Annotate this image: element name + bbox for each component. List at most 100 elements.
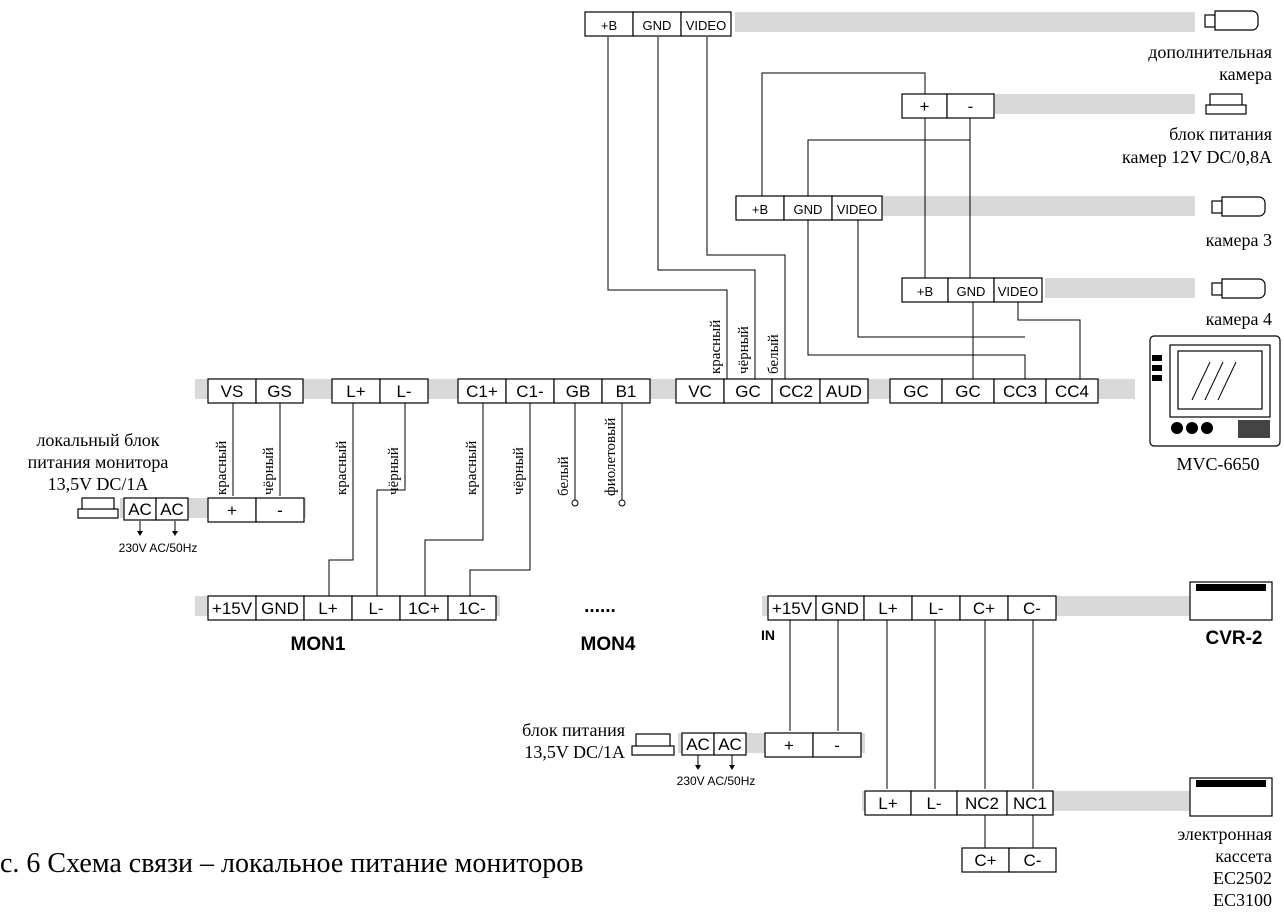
terminal-label: AC <box>128 500 152 519</box>
psu-label-1: блок питания <box>522 720 625 740</box>
terminal-label: - <box>277 501 283 520</box>
wire-color-black-label: чёрный <box>261 447 277 495</box>
terminal-cell <box>864 790 912 816</box>
monitor-model-label: MVC-6650 <box>1176 454 1259 474</box>
connection-wires <box>137 37 1081 848</box>
terminal-label: C+ <box>974 851 996 870</box>
terminal-cell <box>961 847 1010 873</box>
terminal-label: L- <box>928 599 943 618</box>
terminal-label: GND <box>643 18 672 33</box>
terminal-label: AC <box>718 735 742 754</box>
terminal-cell <box>1007 595 1057 621</box>
terminal-cell <box>863 595 913 621</box>
cassette-label-1: электронная <box>1178 824 1273 844</box>
terminal-label: C1+ <box>466 382 498 401</box>
terminal-label: +B <box>917 284 933 299</box>
local-monitor-psu-icon <box>77 497 119 519</box>
terminal-cell <box>959 595 1009 621</box>
terminal-cell <box>946 93 995 119</box>
local-psu-label-1: локальный блок <box>36 430 159 450</box>
terminal-label: GC <box>903 382 929 401</box>
terminal-cell <box>1008 847 1057 873</box>
terminal-cell <box>941 378 995 404</box>
terminal-cell <box>764 732 814 758</box>
terminal-label: - <box>968 97 974 116</box>
terminal-label: VIDEO <box>686 18 726 33</box>
wire-color-red-label: красный <box>334 441 350 495</box>
terminal-label: L+ <box>318 599 337 618</box>
terminal-block-pm-psu: +- <box>764 732 862 758</box>
wire-color-red-label: красный <box>464 441 480 495</box>
terminal-block-cam-psu: +- <box>901 93 995 119</box>
figure-caption: с. 6 Схема связи – локальное питание мон… <box>0 848 583 879</box>
wire-color-white-label: белый <box>556 456 572 496</box>
mains-label-psu: 230V AC/50Hz <box>677 774 756 788</box>
terminal-cell <box>155 497 189 521</box>
wire-color-red-label: красный <box>214 441 230 495</box>
terminal-label: GND <box>821 599 859 618</box>
text-labels: дополнительная камера блок питания камер… <box>0 42 1272 910</box>
camera4-icon <box>1211 278 1266 299</box>
terminal-label: NC1 <box>1013 794 1047 813</box>
terminal-label: +B <box>752 202 768 217</box>
terminal-block-cam-extra: +B GND VIDEO <box>584 11 732 37</box>
terminal-cell <box>379 378 429 404</box>
terminal-cell <box>584 11 634 37</box>
terminal-cell <box>901 93 948 119</box>
terminal-cell <box>723 378 773 404</box>
terminal-cell <box>207 497 257 523</box>
camera-psu-label-2: камер 12V DC/0,8A <box>1122 147 1272 167</box>
terminal-label: VIDEO <box>998 284 1038 299</box>
mon1-label: MON1 <box>291 634 346 655</box>
terminal-label: AUD <box>826 382 862 401</box>
cassette-icon <box>1189 777 1273 817</box>
cassette-label-2: кассета <box>1215 846 1272 866</box>
terminal-label: L- <box>396 382 411 401</box>
terminal-label: VS <box>221 382 244 401</box>
wire-color-red-label: красный <box>708 320 724 374</box>
terminal-cell <box>255 378 304 404</box>
extra-camera-label-2: камера <box>1219 64 1272 84</box>
device-icons <box>77 10 1281 817</box>
terminal-label: NC2 <box>965 794 999 813</box>
terminal-label: + <box>227 501 237 520</box>
terminal-cell <box>255 497 305 523</box>
terminal-label: GB <box>566 382 591 401</box>
terminal-label: + <box>920 97 930 116</box>
local-psu-label-2: питания монитора <box>28 452 169 472</box>
camera3-icon <box>1211 196 1266 217</box>
dots-label: ...... <box>584 596 616 617</box>
extra-camera-label-1: дополнительная <box>1148 42 1272 62</box>
local-psu-label-3: 13,5V DC/1A <box>48 474 149 494</box>
terminal-cell <box>331 378 381 404</box>
terminal-label: +15V <box>212 599 253 618</box>
cassette-label-3: EC2502 <box>1213 868 1272 888</box>
terminal-label: - <box>834 736 840 755</box>
terminal-label: 1C- <box>458 599 485 618</box>
cvr2-icon <box>1189 581 1273 621</box>
terminal-label: GND <box>957 284 986 299</box>
terminal-cell <box>815 595 865 621</box>
wire-color-white-label: белый <box>766 334 782 374</box>
wire-color-black-label: чёрный <box>386 447 402 495</box>
terminal-label: +B <box>601 18 617 33</box>
terminal-label: L- <box>368 599 383 618</box>
terminal-label: 1C+ <box>408 599 440 618</box>
terminal-label: VIDEO <box>837 202 877 217</box>
terminal-cell <box>680 11 732 37</box>
terminal-block-pm-local: +- <box>207 497 305 523</box>
terminal-cell <box>505 378 555 404</box>
terminal-cell <box>735 195 785 221</box>
terminal-block-l-pair: L+L- <box>331 378 429 404</box>
terminal-cell <box>553 378 603 404</box>
terminal-label: CC4 <box>1055 382 1089 401</box>
terminal-cell <box>771 378 821 404</box>
terminal-label: GC <box>735 382 761 401</box>
